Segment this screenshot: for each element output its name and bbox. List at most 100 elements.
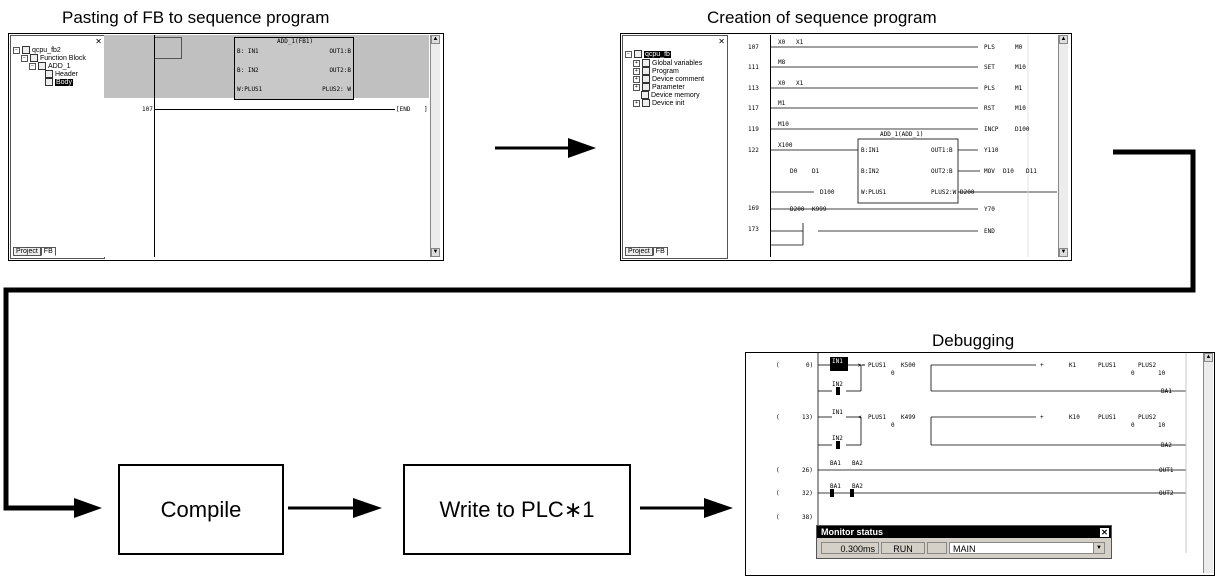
monitor-status-title: Monitor status — [821, 527, 883, 537]
fb-pin: OUT1:B — [329, 48, 351, 55]
contact-label: BA2 — [852, 460, 863, 467]
tree-node-global-variables[interactable]: +Global variables — [633, 59, 702, 67]
parameter-icon — [642, 83, 650, 91]
coil-label: OUT1 — [1159, 467, 1174, 474]
left-bus-bar — [770, 35, 771, 257]
comment-icon — [642, 75, 650, 83]
chevron-down-icon[interactable]: ▼ — [1093, 543, 1104, 553]
coil-instruction: RST — [984, 105, 995, 112]
tree-node-program[interactable]: +Program — [633, 67, 679, 75]
vertical-scrollbar-1[interactable]: ▲ ▼ — [430, 35, 440, 257]
contact-label: X0 — [778, 39, 786, 46]
current-value: 10 — [1158, 422, 1166, 429]
tree-node-device-memory[interactable]: Device memory — [641, 91, 700, 99]
fb-block-1[interactable]: ADD_1(FB1) B: IN1 B: IN2 W:PLUS1 OUT1:B … — [234, 37, 354, 100]
contact-label: X1 — [796, 80, 804, 87]
fb-pin: PLUS2:W — [931, 189, 957, 196]
collapse-icon[interactable]: − — [21, 54, 28, 62]
fb-pin: OUT2:B — [931, 168, 953, 175]
step-number: 113 — [748, 85, 759, 92]
contact-label: M8 — [778, 59, 786, 66]
contact-label: D200 — [790, 206, 805, 213]
expand-icon[interactable]: + — [633, 83, 640, 91]
coil-operand: D11 — [1026, 168, 1037, 175]
contact-label: K999 — [812, 206, 827, 213]
collapse-icon[interactable]: − — [625, 50, 632, 58]
step-number: 107 — [748, 44, 759, 51]
collapse-icon[interactable]: − — [29, 62, 36, 70]
tree-tabs-2: Project FB — [625, 247, 668, 256]
tree-node-body[interactable]: Body — [45, 78, 73, 86]
tree-node-header[interactable]: Header — [45, 70, 78, 78]
write-to-plc-step: Write to PLC∗1 — [403, 464, 631, 555]
scroll-up-icon[interactable]: ▲ — [1059, 35, 1068, 44]
ladder-rungs-2 — [771, 35, 1057, 257]
scroll-down-icon[interactable]: ▼ — [1059, 248, 1068, 257]
coil-operand: D100 — [1015, 126, 1030, 133]
expand-icon[interactable]: + — [633, 99, 640, 107]
tab-fb[interactable]: FB — [652, 247, 668, 256]
fb-pin: B:IN1 — [861, 147, 880, 154]
tree-node-add1[interactable]: −ADD_1 — [29, 62, 71, 70]
tree-tabs-1: Project FB — [13, 247, 56, 256]
contact-label: IN1 — [832, 409, 843, 416]
tab-project[interactable]: Project — [13, 247, 41, 256]
expand-icon[interactable]: + — [633, 75, 640, 83]
coil-instruction: PLS — [984, 85, 995, 92]
ladder-editor-2[interactable]: 107 111 113 117 119 122 169 173 — [728, 35, 1057, 257]
operand: PLUS1 — [868, 362, 887, 369]
operand: PLUS1 — [1098, 414, 1117, 421]
left-bus-bar — [154, 35, 155, 257]
collapse-icon[interactable]: − — [13, 46, 20, 54]
step-number: 38) — [802, 514, 813, 521]
fb-pin: B:IN2 — [861, 168, 880, 175]
monitor-status-dialog[interactable]: Monitor status ✕ 0.300ms RUN MAIN ▼ — [816, 525, 1112, 559]
scroll-up-icon[interactable]: ▲ — [1204, 353, 1213, 362]
title-creation: Creation of sequence program — [707, 8, 937, 27]
step-number: 111 — [748, 64, 759, 71]
bracket: ( — [776, 490, 780, 497]
scroll-down-icon[interactable]: ▼ — [431, 248, 440, 257]
contact-label: BA1 — [830, 460, 841, 467]
expand-icon[interactable]: + — [633, 67, 640, 75]
contact-label-active: IN1 — [832, 358, 843, 365]
program-select[interactable]: MAIN ▼ — [949, 542, 1105, 554]
close-icon[interactable]: ✕ — [1100, 527, 1109, 537]
tree-node-project[interactable]: −qcpu_fb2 — [13, 46, 61, 54]
expand-icon[interactable]: + — [633, 59, 640, 67]
tree-node-project[interactable]: −qcpu_fb — [625, 50, 671, 58]
contact-label: IN2 — [832, 435, 843, 442]
tree-node-parameter[interactable]: +Parameter — [633, 83, 685, 91]
scroll-up-icon[interactable]: ▲ — [431, 35, 440, 44]
cpu-status: RUN — [881, 542, 925, 554]
tab-project[interactable]: Project — [625, 247, 653, 256]
bracket: ( — [776, 467, 780, 474]
coil-instruction: MOV — [984, 168, 995, 175]
step-number: 26) — [802, 467, 813, 474]
compare-operator: < — [858, 414, 862, 421]
bracket: ( — [776, 514, 780, 521]
project-icon — [22, 46, 30, 54]
folder-icon — [30, 54, 38, 62]
ladder-monitor[interactable]: 0) 13) 26) 32) 38) ( ( ( ( ( IN1 >= PLUS… — [746, 353, 1202, 573]
step-number: 122 — [748, 147, 759, 154]
operand: PLUS2 — [1138, 362, 1157, 369]
title-debugging: Debugging — [932, 331, 1015, 350]
tree-node-function-block[interactable]: −Function Block — [21, 54, 86, 62]
step-number: 169 — [748, 205, 759, 212]
current-value: 0 — [891, 370, 895, 377]
close-icon[interactable]: ✕ — [718, 37, 725, 46]
close-icon[interactable]: ✕ — [95, 37, 102, 46]
tree-node-device-comment[interactable]: +Device comment — [633, 75, 704, 83]
vertical-scrollbar-2[interactable]: ▲ ▼ — [1058, 35, 1068, 257]
coil-operand: D10 — [1003, 168, 1014, 175]
tree-node-device-init[interactable]: +Device init — [633, 99, 684, 107]
current-value: 10 — [1158, 370, 1166, 377]
fb-pin: B: IN1 — [237, 48, 259, 55]
contact-label: X1 — [796, 39, 804, 46]
body-icon — [45, 78, 53, 86]
vertical-scrollbar-3[interactable]: ▲ — [1203, 353, 1213, 573]
coil-operand: M1 — [1015, 85, 1023, 92]
ladder-editor-1[interactable]: ADD_1(FB1) B: IN1 B: IN2 W:PLUS1 OUT1:B … — [104, 35, 429, 257]
tab-fb[interactable]: FB — [40, 247, 56, 256]
